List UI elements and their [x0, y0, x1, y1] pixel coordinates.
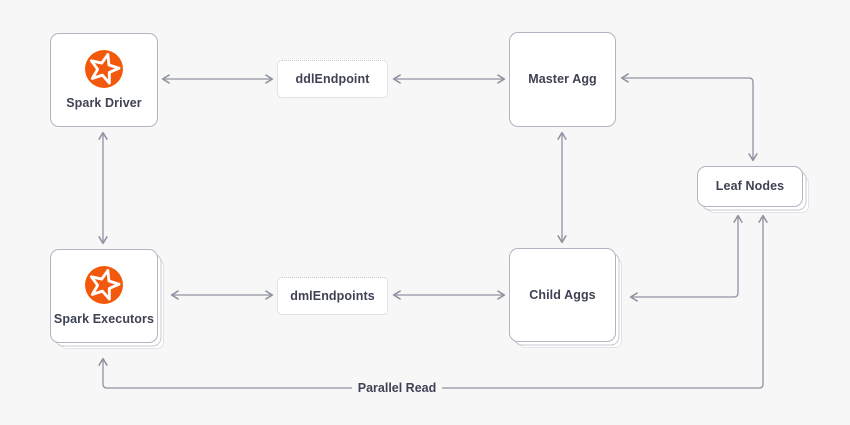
node-spark-driver-label: Spark Driver — [66, 96, 142, 111]
node-child-aggs: Child Aggs — [509, 248, 616, 342]
edge-childaggs-leafnodes — [629, 214, 743, 302]
edge-masteragg-leafnodes — [620, 73, 758, 162]
node-spark-driver: Spark Driver — [50, 33, 158, 127]
node-ddl-endpoint-label: ddlEndpoint — [295, 71, 370, 86]
node-leaf-nodes-label: Leaf Nodes — [715, 179, 785, 194]
node-dml-endpoints: dmlEndpoints — [277, 277, 388, 315]
node-master-agg-label: Master Agg — [528, 72, 597, 87]
node-master-agg: Master Agg — [509, 32, 616, 127]
spark-star-icon — [85, 266, 123, 305]
spark-star-icon — [85, 50, 123, 89]
parallel-read-label: Parallel Read — [352, 381, 442, 395]
node-leaf-nodes: Leaf Nodes — [697, 166, 803, 207]
node-spark-executors: Spark Executors — [50, 249, 158, 343]
node-ddl-endpoint: ddlEndpoint — [277, 60, 388, 98]
node-child-aggs-label: Child Aggs — [529, 287, 596, 302]
node-spark-executors-label: Spark Executors — [53, 312, 155, 327]
node-dml-endpoints-label: dmlEndpoints — [290, 288, 375, 303]
edge-parallel-read — [98, 214, 768, 389]
